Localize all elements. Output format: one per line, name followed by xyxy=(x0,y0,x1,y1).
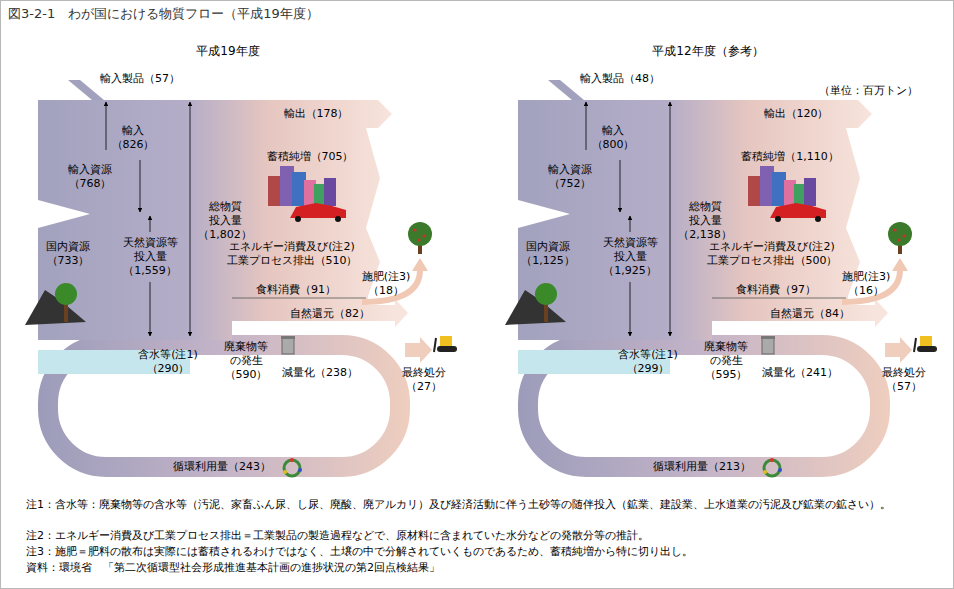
label-line: （299） xyxy=(618,362,678,376)
flow-label: 総物質 投入量 （2,138） xyxy=(678,200,732,241)
unit-note: （単位：百万トン） xyxy=(819,84,918,98)
label-line: （2,138） xyxy=(678,228,732,242)
panel-h19 xyxy=(25,80,457,476)
flow-label: 自然還元（84） xyxy=(770,307,850,321)
label-line: （752） xyxy=(548,177,592,191)
figure-title: 図3-2-1 わが国における物質フロー（平成19年度） xyxy=(8,5,319,23)
label-line: 国内資源 xyxy=(46,240,90,254)
footnote: 注1：含水等：廃棄物等の含水等（汚泥、家畜ふん尿、し尿、廃酸、廃アルカリ）及び経… xyxy=(26,498,926,512)
label-line: 工業プロセス排出（500） xyxy=(707,254,838,268)
label-line: 投入量 xyxy=(678,214,732,228)
label-line: 投入量 xyxy=(123,250,178,264)
flow-label: 輸入資源 （752） xyxy=(548,163,592,191)
flow-label: 総物質 投入量 （1,802） xyxy=(198,200,252,241)
flow-label: 最終処分 （27） xyxy=(402,366,446,394)
flow-label: エネルギー消費及び(注2) 工業プロセス排出（510） xyxy=(227,240,358,268)
flow-label: 輸入 （800） xyxy=(592,124,635,152)
flow-label: 施肥(注3) （18） xyxy=(362,270,411,298)
source-note: 資料：環境省 「第二次循環型社会形成推進基本計画の進捗状況の第2回点検結果」 xyxy=(26,561,926,575)
flow-label: 天然資源等 投入量 （1,559） xyxy=(123,236,178,277)
label-line: 施肥(注3) xyxy=(362,270,411,284)
flow-label: 自然還元（82） xyxy=(290,307,370,321)
flow-label: 食料消費（91） xyxy=(256,283,336,297)
label-line: （800） xyxy=(592,138,635,152)
label-line: 総物質 xyxy=(678,200,732,214)
footnote: 注2：エネルギー消費及び工業プロセス排出＝工業製品の製造過程などで、原材料に含ま… xyxy=(26,529,926,543)
label-line: 天然資源等 xyxy=(603,236,658,250)
label-line: （1,125） xyxy=(521,254,575,268)
flow-label: 含水等(注1) （290） xyxy=(138,348,198,376)
flow-label: 循環利用量（213） xyxy=(653,460,751,474)
label-line: （27） xyxy=(402,380,446,394)
label-line: エネルギー消費及び(注2) xyxy=(707,240,838,254)
label-line: （826） xyxy=(112,138,155,152)
label-line: 天然資源等 xyxy=(123,236,178,250)
label-line: 輸入資源 xyxy=(68,163,112,177)
label-line: 輸入資源 xyxy=(548,163,592,177)
flow-label: 含水等(注1) （299） xyxy=(618,348,678,376)
panel-heading: 平成19年度 xyxy=(196,44,259,59)
flow-label: 施肥(注3) （16） xyxy=(842,270,891,298)
flow-label: 循環利用量（243） xyxy=(173,460,271,474)
label-line: （16） xyxy=(842,284,891,298)
label-line: 投入量 xyxy=(198,214,252,228)
label-line: エネルギー消費及び(注2) xyxy=(227,240,358,254)
label-line: 輸入 xyxy=(112,124,155,138)
flow-label: 最終処分 （57） xyxy=(882,366,926,394)
label-line: 投入量 xyxy=(603,250,658,264)
label-line: （57） xyxy=(882,380,926,394)
flow-label: 国内資源 （1,125） xyxy=(521,240,575,268)
flow-label: 輸出（120） xyxy=(764,107,829,121)
flow-label: 輸入資源 （768） xyxy=(68,163,112,191)
flow-label: 輸出（178） xyxy=(284,107,349,121)
flow-label: エネルギー消費及び(注2) 工業プロセス排出（500） xyxy=(707,240,838,268)
label-line: 含水等(注1) xyxy=(618,348,678,362)
label-line: （768） xyxy=(68,177,112,191)
label-line: 廃棄物等 xyxy=(704,340,748,354)
flow-label: 輸入製品（48） xyxy=(580,72,660,86)
label-line: 最終処分 xyxy=(882,366,926,380)
label-line: （290） xyxy=(138,362,198,376)
flow-label: 廃棄物等 の発生 （590） xyxy=(224,340,268,381)
label-line: （18） xyxy=(362,284,411,298)
label-line: （590） xyxy=(224,368,268,382)
flow-label: 蓄積純増（705） xyxy=(267,150,354,164)
label-line: 含水等(注1) xyxy=(138,348,198,362)
flow-label: 天然資源等 投入量 （1,925） xyxy=(603,236,658,277)
label-line: 最終処分 xyxy=(402,366,446,380)
flow-label: 輸入 （826） xyxy=(112,124,155,152)
label-line: の発生 xyxy=(224,354,268,368)
label-line: （595） xyxy=(704,368,748,382)
label-line: 施肥(注3) xyxy=(842,270,891,284)
label-line: の発生 xyxy=(704,354,748,368)
footnote: 注3：施肥＝肥料の散布は実際には蓄積されるわけではなく、土壌の中で分解されていく… xyxy=(26,545,926,559)
flow-label: 廃棄物等 の発生 （595） xyxy=(704,340,748,381)
label-line: 輸入 xyxy=(592,124,635,138)
flow-label: 国内資源 （733） xyxy=(46,240,90,268)
flow-label: 減量化（241） xyxy=(762,366,838,380)
flow-label: 蓄積純増（1,110） xyxy=(741,150,839,164)
flow-label: 食料消費（97） xyxy=(736,283,816,297)
label-line: （1,925） xyxy=(603,264,658,278)
label-line: 国内資源 xyxy=(521,240,575,254)
label-line: 総物質 xyxy=(198,200,252,214)
label-line: （1,802） xyxy=(198,228,252,242)
label-line: （733） xyxy=(46,254,90,268)
panel-h12 xyxy=(505,80,937,476)
flow-label: 減量化（238） xyxy=(282,366,358,380)
flow-label: 輸入製品（57） xyxy=(100,72,180,86)
label-line: （1,559） xyxy=(123,264,178,278)
label-line: 工業プロセス排出（510） xyxy=(227,254,358,268)
label-line: 廃棄物等 xyxy=(224,340,268,354)
panel-heading: 平成12年度（参考） xyxy=(652,44,763,59)
